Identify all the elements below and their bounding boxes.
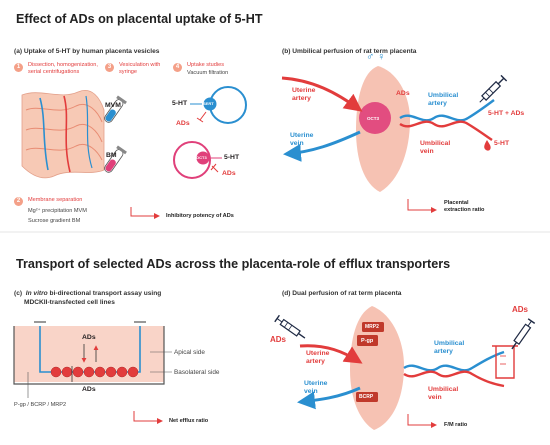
result-arrow-d	[407, 414, 437, 428]
uterine-artery-label-d: Uterine artery	[306, 350, 330, 365]
title-top: Effect of ADs on placental uptake of 5-H…	[16, 12, 263, 26]
umbilical-artery-label-b: Umbilical artery	[428, 92, 459, 107]
sucrose-line: Sucrose gradient BM	[28, 218, 81, 224]
bm-tube	[104, 145, 127, 173]
step-3-badge: 3	[105, 63, 114, 72]
result-arrow-a	[130, 207, 160, 219]
panel-d-title: (d) Dual perfusion of rat term placenta	[282, 290, 402, 297]
ads-left-label: ADs	[270, 335, 287, 344]
pgp-label: P-gp	[361, 338, 374, 344]
sert-vesicle	[190, 86, 247, 124]
mrp2-label: MRP2	[365, 324, 379, 330]
step-1-text: Dissection, homogenization, serial centr…	[28, 62, 98, 76]
uterine-vein-label-b: Uterine vein	[290, 132, 314, 147]
transport-arrows	[71, 344, 99, 382]
bcrp-box	[356, 392, 378, 402]
result-a: Inhibitory potency of ADs	[166, 213, 234, 219]
oct3-ads-label: ADs	[222, 170, 236, 177]
uterine-vein-label-d: Uterine vein	[304, 380, 328, 395]
syringe-icon-b	[479, 74, 508, 103]
uterine-artery-label-b: Uterine artery	[292, 87, 316, 102]
umbilical-vein-d	[403, 370, 505, 388]
umbilical-vein-label-d: Umbilical vein	[428, 386, 459, 401]
umbilical-vein-b	[399, 120, 493, 141]
syringe-icon-d-right	[511, 318, 536, 350]
panel-c-title-line2: MDCKII-transfected cell lines	[24, 299, 115, 306]
oct3-label-a: OCT3	[196, 155, 207, 160]
result-arrow-c	[133, 411, 163, 424]
cell-monolayer	[50, 366, 139, 378]
oct3-5ht-label: 5-HT	[224, 154, 240, 161]
ht-ads-label: 5-HT + ADs	[488, 110, 525, 117]
uterine-vein-b	[283, 130, 361, 162]
title-bottom: Transport of selected ADs across the pla…	[16, 257, 451, 271]
panel-c-title-italic: In vitro	[25, 290, 48, 297]
placenta-tissue-illustration	[21, 90, 105, 179]
basolateral-label: Basolateral side	[174, 369, 220, 376]
step-4-subtext: Vacuum filtration	[187, 70, 229, 76]
drop-icon	[484, 140, 491, 151]
sert-ads-label: ADs	[176, 120, 190, 127]
transporters-label: P-gp / BCRP / MRP2	[14, 402, 67, 408]
umbilical-artery-label-d: Umbilical artery	[434, 340, 465, 355]
bcrp-label: BCRP	[359, 394, 374, 400]
mvm-label: MVM	[105, 102, 121, 109]
mrp2-box	[362, 322, 384, 332]
umbilical-artery-d	[403, 350, 505, 372]
ht-label-b: 5-HT	[494, 140, 510, 147]
oct3-label-b: OCT3	[367, 116, 380, 121]
result-c: Net efflux ratio	[169, 418, 209, 424]
panel-b-title: (b) Umbilical perfusion of rat term plac…	[282, 48, 417, 55]
placenta-b	[356, 66, 410, 192]
step-3-text: Vesiculation with syringe	[119, 62, 161, 76]
pgp-box	[357, 335, 378, 346]
oct3-vesicle	[173, 141, 222, 179]
panel-c-title-rest: bi-directional transport assay using	[47, 290, 162, 297]
ads-right-label: ADs	[512, 305, 529, 314]
step-4-text: Uptake studies	[187, 62, 225, 68]
result-arrow-b	[407, 199, 437, 213]
beaker-icon	[492, 345, 518, 379]
sert-label: SERT	[203, 101, 214, 106]
syringe-icon-d-left	[274, 314, 306, 339]
sex-symbols: ♂ ♀	[366, 51, 386, 63]
panel-c-title: (c) In vitro bi-directional transport as…	[14, 290, 162, 297]
ads-label-b: ADs	[396, 90, 410, 97]
apical-label: Apical side	[174, 349, 205, 356]
ads-top-label: ADs	[82, 334, 96, 341]
result-d: F/M ratio	[444, 422, 468, 428]
panel-a-title: (a) Uptake of 5-HT by human placenta ves…	[14, 48, 160, 55]
uterine-artery-b	[281, 76, 363, 112]
step-4-badge: 4	[173, 63, 182, 72]
bm-label: BM	[106, 152, 117, 159]
umbilical-artery-b	[399, 99, 495, 122]
uterine-artery-d	[299, 344, 363, 364]
sert-5ht-label: 5-HT	[172, 100, 188, 107]
step-1-badge: 1	[14, 63, 23, 72]
step-2-badge: 2	[14, 197, 23, 206]
uterine-vein-d	[297, 386, 361, 410]
mg-line: Mg²⁺ precipitation MVM	[28, 208, 87, 214]
mvm-tube	[104, 95, 127, 123]
ads-bottom-label: ADs	[82, 386, 96, 393]
step-2-text: Membrane separation	[28, 197, 83, 203]
umbilical-vein-label-b: Umbilical vein	[420, 140, 451, 155]
result-b: Placental extraction ratio	[444, 200, 485, 214]
